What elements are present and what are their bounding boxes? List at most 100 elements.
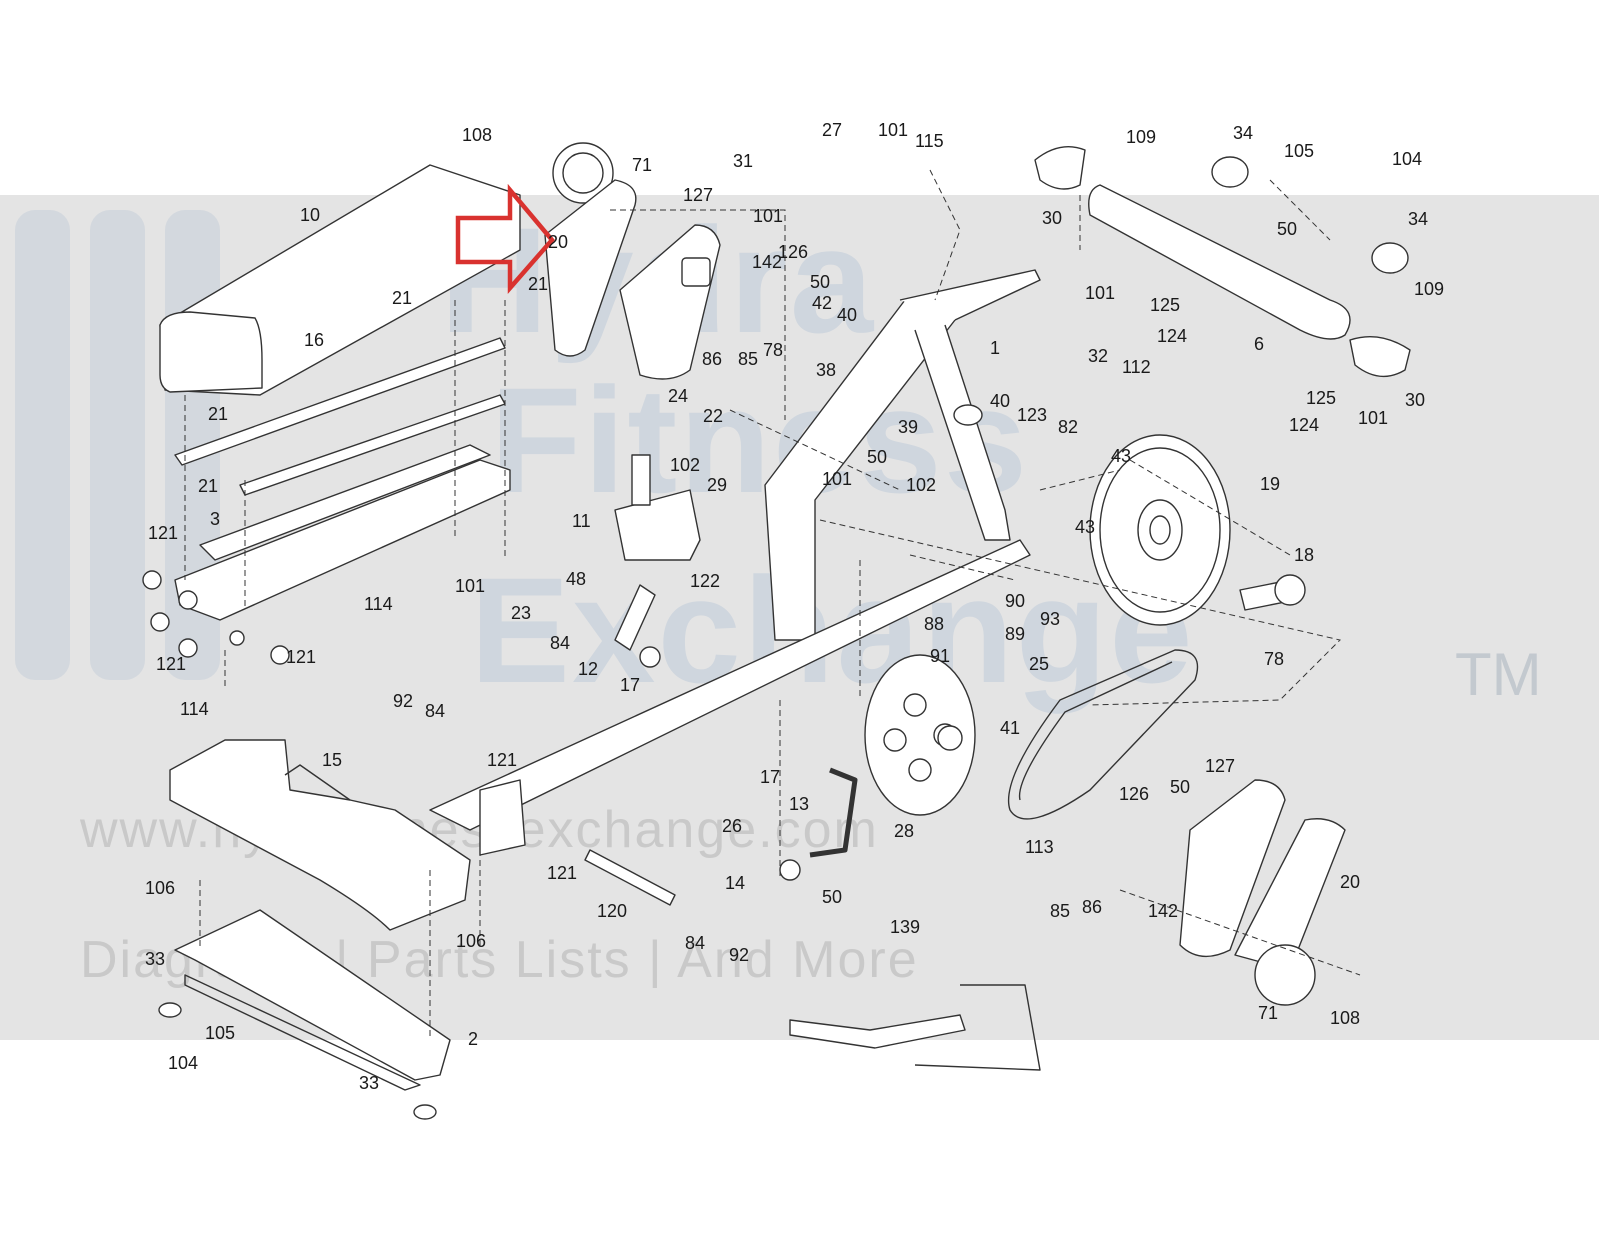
callout-label: 88 (924, 614, 945, 634)
callout-label: 21 (392, 288, 413, 308)
callout-label: 11 (572, 511, 591, 531)
callout-label: 13 (789, 794, 810, 814)
callout-label: 1 (990, 338, 1001, 358)
callout-label: 122 (690, 571, 721, 591)
callout-label: 82 (1058, 417, 1079, 437)
callout-label: 29 (707, 475, 728, 495)
callout-label: 42 (812, 293, 833, 313)
part-34-roller-bottom (1371, 242, 1409, 274)
callout-label: 43 (1075, 517, 1096, 537)
part-12-arm (614, 584, 656, 651)
callout-label: 23 (511, 603, 532, 623)
callout-label: 71 (632, 155, 653, 175)
callout-label: 50 (810, 272, 831, 292)
callout-label: 38 (816, 360, 837, 380)
callout-label: 39 (898, 417, 919, 437)
callout-label: 84 (685, 933, 706, 953)
callout-label: 126 (778, 242, 809, 262)
callout-label: 41 (1000, 718, 1021, 738)
callout-label: 89 (1005, 624, 1026, 644)
callout-label: 2 (468, 1029, 479, 1049)
callout-label: 101 (1085, 283, 1116, 303)
callout-label: 22 (703, 406, 724, 426)
part-30-endcap-bottom (1349, 335, 1411, 378)
callout-label: 84 (550, 633, 571, 653)
callout-label: 21 (198, 476, 219, 496)
callout-label: 104 (1392, 149, 1423, 169)
part-139-strap (789, 1014, 966, 1049)
callout-label: 142 (1148, 901, 1179, 921)
callout-label: 126 (1119, 784, 1150, 804)
callout-label: 85 (1050, 901, 1071, 921)
callout-label: 12 (578, 659, 599, 679)
callout-label: 30 (1042, 208, 1063, 228)
callout-label: 48 (566, 569, 587, 589)
callout-label: 115 (915, 131, 944, 151)
callout-label: 121 (148, 523, 179, 543)
callout-label: 105 (1284, 141, 1315, 161)
callout-label: 101 (822, 469, 853, 489)
part-6-crossbar (1088, 184, 1351, 340)
part-34-roller-top (1211, 156, 1249, 188)
callout-label: 125 (1306, 388, 1337, 408)
watermark-trademark: TM (1455, 641, 1542, 708)
part-30-endcap-top (1034, 146, 1086, 190)
part-11-motor (614, 489, 701, 561)
callout-label: 26 (722, 816, 743, 836)
callout-label: 6 (1254, 334, 1265, 354)
part-113-belt (1007, 649, 1199, 820)
highlight-arrow (455, 183, 555, 294)
callout-label: 108 (1330, 1008, 1361, 1028)
callout-label: 17 (760, 767, 781, 787)
callout-label: 84 (425, 701, 446, 721)
callout-label: 121 (487, 750, 518, 770)
callout-label: 20 (548, 232, 569, 252)
callout-label: 106 (145, 878, 176, 898)
callout-label: 123 (1017, 405, 1048, 425)
part-15-pedal (169, 739, 471, 931)
callout-label: 124 (1289, 415, 1320, 435)
callout-label: 50 (867, 447, 888, 467)
part-33-foot-right (413, 1104, 437, 1120)
part-120-rod (584, 849, 676, 906)
callout-label: 21 (528, 274, 549, 294)
callout-label: 50 (1277, 219, 1298, 239)
part-20-crank-arm-lower (1234, 818, 1346, 971)
callout-label: 18 (1294, 545, 1315, 565)
part-127-cover-lower (1179, 779, 1286, 958)
callout-label: 34 (1233, 123, 1254, 143)
callout-label: 28 (894, 821, 915, 841)
callout-label: 101 (455, 576, 486, 596)
part-20-crank-arm (544, 179, 637, 357)
callout-label: 139 (890, 917, 921, 937)
callout-label: 101 (753, 206, 784, 226)
callout-label: 85 (738, 349, 759, 369)
callout-label: 93 (1040, 609, 1061, 629)
callout-label: 50 (822, 887, 843, 907)
callout-label: 32 (1088, 346, 1109, 366)
callout-label: 105 (205, 1023, 236, 1043)
callout-label: 20 (1340, 872, 1361, 892)
part-33-foot-left (158, 1002, 182, 1018)
part-19-flywheel (1089, 434, 1231, 626)
callout-label: 14 (725, 873, 746, 893)
callout-label: 101 (878, 120, 909, 140)
callout-label: 106 (456, 931, 487, 951)
callout-label: 34 (1408, 209, 1429, 229)
callout-label: 90 (1005, 591, 1026, 611)
callout-label: 33 (145, 949, 166, 969)
callout-label: 71 (1258, 1003, 1279, 1023)
callout-label: 92 (393, 691, 414, 711)
callout-label: 19 (1260, 474, 1281, 494)
callout-label: 102 (906, 475, 937, 495)
part-13-crank (809, 767, 858, 858)
callout-label: 101 (1358, 408, 1389, 428)
assembly-lines (184, 169, 1361, 1040)
callout-label: 78 (1264, 649, 1285, 669)
part-2-stabilizer (174, 909, 451, 1081)
callout-label: 109 (1414, 279, 1445, 299)
callout-label: 91 (930, 646, 951, 666)
callout-label: 92 (729, 945, 750, 965)
callout-label: 3 (210, 509, 221, 529)
